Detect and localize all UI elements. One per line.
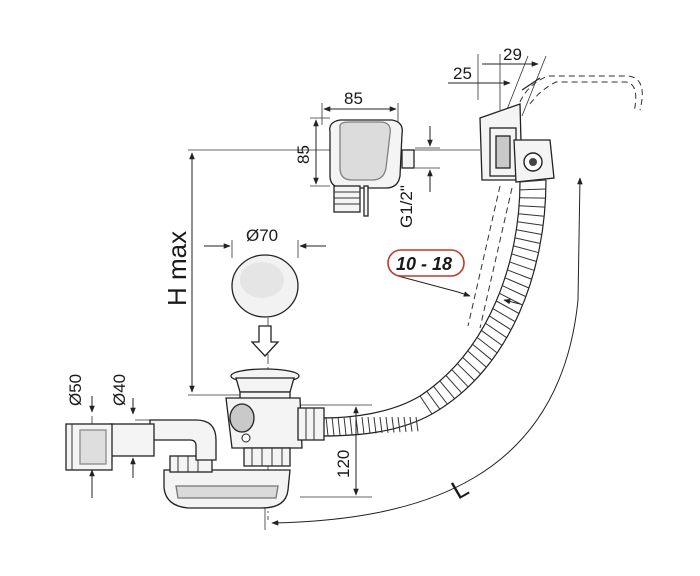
drain-plug-top bbox=[231, 254, 299, 318]
length-label: L bbox=[446, 472, 474, 505]
overflow-inlet bbox=[479, 75, 643, 183]
dim-29-label: 29 bbox=[503, 45, 522, 64]
overflow-cover bbox=[329, 119, 415, 217]
overflow-pipe-dashed bbox=[467, 185, 513, 329]
down-arrow-icon bbox=[250, 325, 280, 357]
dia-40-label: Ø40 bbox=[110, 374, 129, 406]
range-badge: 10 - 18 bbox=[387, 249, 465, 277]
dim-25-label: 25 bbox=[453, 64, 472, 83]
h-max-label: H max bbox=[162, 231, 192, 306]
dia-70-label: Ø70 bbox=[246, 226, 278, 245]
dia-50-label: Ø50 bbox=[66, 374, 85, 406]
flexible-hose bbox=[321, 179, 547, 437]
dim-85-height-label: 85 bbox=[294, 145, 313, 164]
range-label: 10 - 18 bbox=[396, 254, 452, 274]
thread-label: G1/2" bbox=[397, 185, 416, 228]
dim-120-label: 120 bbox=[334, 450, 353, 478]
waste-assembly bbox=[65, 368, 325, 509]
dim-85-width-label: 85 bbox=[344, 89, 363, 108]
